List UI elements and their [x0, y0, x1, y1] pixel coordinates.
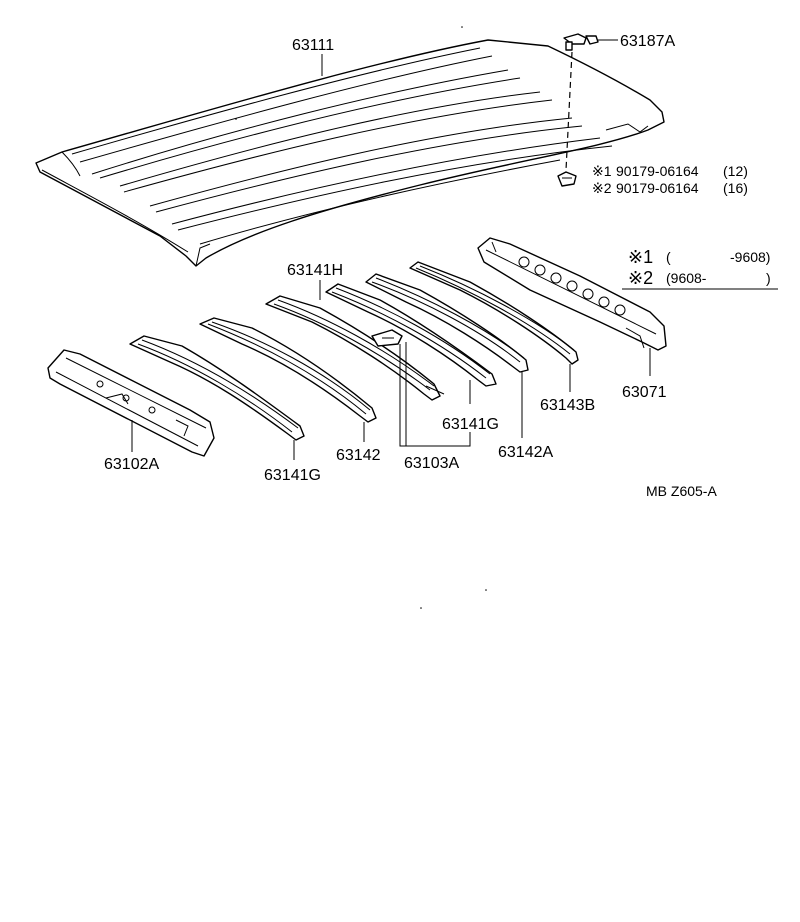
roof-bow-center-63141G	[325, 283, 497, 387]
svg-text:90179-06164: 90179-06164	[616, 163, 699, 179]
legend-2: ※2 (9608- )	[628, 268, 771, 288]
clip-icon	[563, 33, 599, 51]
label-front-header: 63102A	[104, 456, 159, 473]
roof-bow-63142A	[365, 273, 529, 373]
fastener-note-2: ※2 90179-06164 (16)	[592, 180, 748, 196]
svg-text:(16): (16)	[723, 180, 748, 196]
label-bow-63143B: 63143B	[540, 397, 595, 414]
label-roof-panel: 63111	[292, 37, 334, 54]
svg-text:※1: ※1	[628, 247, 653, 267]
roof-bow-63142	[199, 317, 377, 423]
label-bow-63142: 63142	[336, 447, 381, 464]
front-header	[47, 349, 215, 457]
nut-icon	[557, 171, 577, 187]
roof-panel	[35, 39, 665, 267]
label-bow-front-63141G: 63141G	[264, 467, 321, 484]
svg-text:※2: ※2	[592, 180, 612, 196]
rear-header	[477, 237, 667, 351]
label-rear-header: 63071	[622, 384, 667, 401]
svg-text:※1: ※1	[592, 163, 612, 179]
diagram-code: MB Z605-A	[646, 483, 717, 499]
svg-text:(12): (12)	[723, 163, 748, 179]
label-bow-63141H: 63141H	[287, 262, 343, 279]
fastener-note-1: ※1 90179-06164 (12)	[592, 163, 748, 179]
svg-text:(: (	[666, 249, 671, 265]
roof-bow-63141H	[265, 295, 445, 401]
roof-bow-63143B	[409, 261, 579, 365]
svg-text:-9608): -9608)	[730, 249, 770, 265]
svg-text:): )	[766, 270, 771, 286]
legend-1: ※1 ( -9608)	[628, 247, 770, 267]
svg-text:90179-06164: 90179-06164	[616, 180, 699, 196]
roof-bow-front-63141G	[129, 335, 305, 441]
label-bow-63142A: 63142A	[498, 444, 553, 461]
svg-text:※2: ※2	[628, 268, 653, 288]
label-clip: 63187A	[620, 33, 675, 50]
svg-text:(9608-: (9608-	[666, 270, 707, 286]
reinforcement-63103A	[371, 329, 403, 347]
label-reinforcement: 63103A	[404, 455, 459, 472]
label-bow-center-63141G: 63141G	[442, 416, 499, 433]
